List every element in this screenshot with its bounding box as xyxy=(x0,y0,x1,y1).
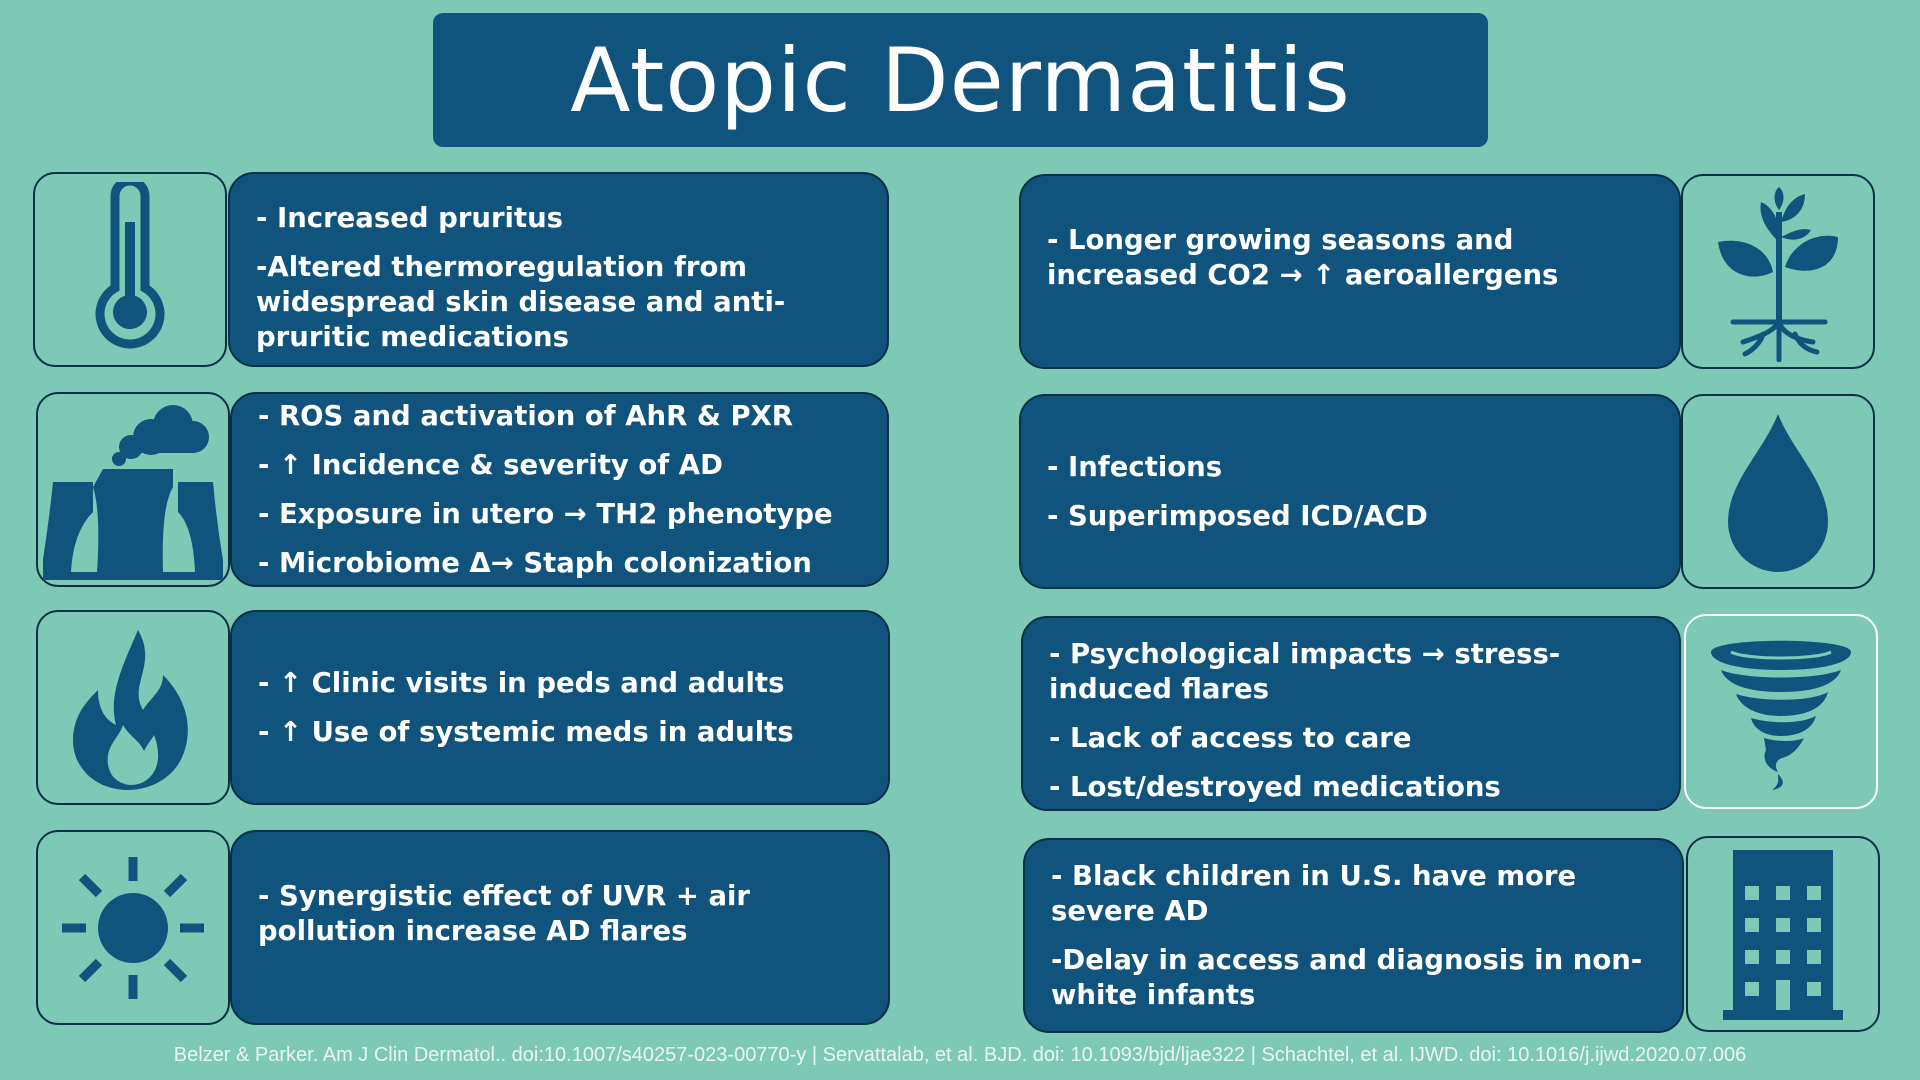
heat-line-1: - Increased pruritus xyxy=(256,202,564,234)
uvr-icon-box xyxy=(36,830,230,1025)
storm-effects-box: - Psychological impacts → stress-induced… xyxy=(1021,616,1681,811)
plant-icon xyxy=(1718,186,1838,362)
pollution-line-1: - ROS and activation of AhR & PXR xyxy=(258,399,793,432)
wildfire-icon-box xyxy=(36,610,230,805)
building-icon xyxy=(1723,850,1843,1020)
equity-line-2: -Delay in access and diagnosis in non-wh… xyxy=(1051,944,1643,1011)
equity-icon-box xyxy=(1686,836,1880,1032)
flood-line-2: - Superimposed ICD/ACD xyxy=(1047,499,1428,532)
wildfire-line-1: - ↑ Clinic visits in peds and adults xyxy=(258,666,785,699)
tornado-icon xyxy=(1711,640,1851,790)
equity-line-1: - Black children in U.S. have more sever… xyxy=(1051,860,1577,927)
heat-icon-box xyxy=(33,172,227,367)
citation-footer: Belzer & Parker. Am J Clin Dermatol.. do… xyxy=(173,1044,1747,1066)
storm-line-1: - Psychological impacts → stress-induced… xyxy=(1049,638,1561,705)
pollen-icon-box xyxy=(1681,174,1875,369)
storm-line-3: - Lost/destroyed medications xyxy=(1049,771,1501,803)
flame-icon xyxy=(73,630,188,790)
page-title: Atopic Dermatitis xyxy=(570,28,1351,132)
uvr-effects-box: - Synergistic effect of UVR + air pollut… xyxy=(230,830,890,1025)
pollution-line-4: - Microbiome Δ→ Staph colonization xyxy=(258,546,812,579)
equity-effects-box: - Black children in U.S. have more sever… xyxy=(1023,838,1684,1033)
pollution-effects-box: - ROS and activation of AhR & PXR - ↑ In… xyxy=(230,392,889,587)
wildfire-line-2: - ↑ Use of systemic meds in adults xyxy=(258,715,794,748)
pollution-icon-box xyxy=(36,392,230,587)
flood-effects-box: - Infections - Superimposed ICD/ACD xyxy=(1019,394,1681,589)
pollen-line-1: - Longer growing seasons and increased C… xyxy=(1047,224,1559,291)
flood-icon-box xyxy=(1681,394,1875,589)
thermometer-icon xyxy=(95,182,165,349)
heat-line-2: -Altered thermoregulation from widesprea… xyxy=(256,251,786,353)
pollution-line-2: - ↑ Incidence & severity of AD xyxy=(258,448,723,481)
uvr-line-1: - Synergistic effect of UVR + air pollut… xyxy=(258,880,750,947)
pollen-effects-box: - Longer growing seasons and increased C… xyxy=(1019,174,1681,369)
pollution-line-3: - Exposure in utero → TH2 phenotype xyxy=(258,497,833,530)
sun-icon xyxy=(62,856,204,999)
flood-line-1: - Infections xyxy=(1047,450,1223,483)
factory-smoke-icon xyxy=(43,405,223,580)
wildfire-effects-box: - ↑ Clinic visits in peds and adults - ↑… xyxy=(230,610,890,805)
storm-line-2: - Lack of access to care xyxy=(1049,722,1412,754)
heat-effects-box: - Increased pruritus -Altered thermoregu… xyxy=(228,172,889,367)
water-drop-icon xyxy=(1728,413,1828,572)
storm-icon-box xyxy=(1684,614,1878,809)
title-banner: Atopic Dermatitis xyxy=(433,13,1488,147)
